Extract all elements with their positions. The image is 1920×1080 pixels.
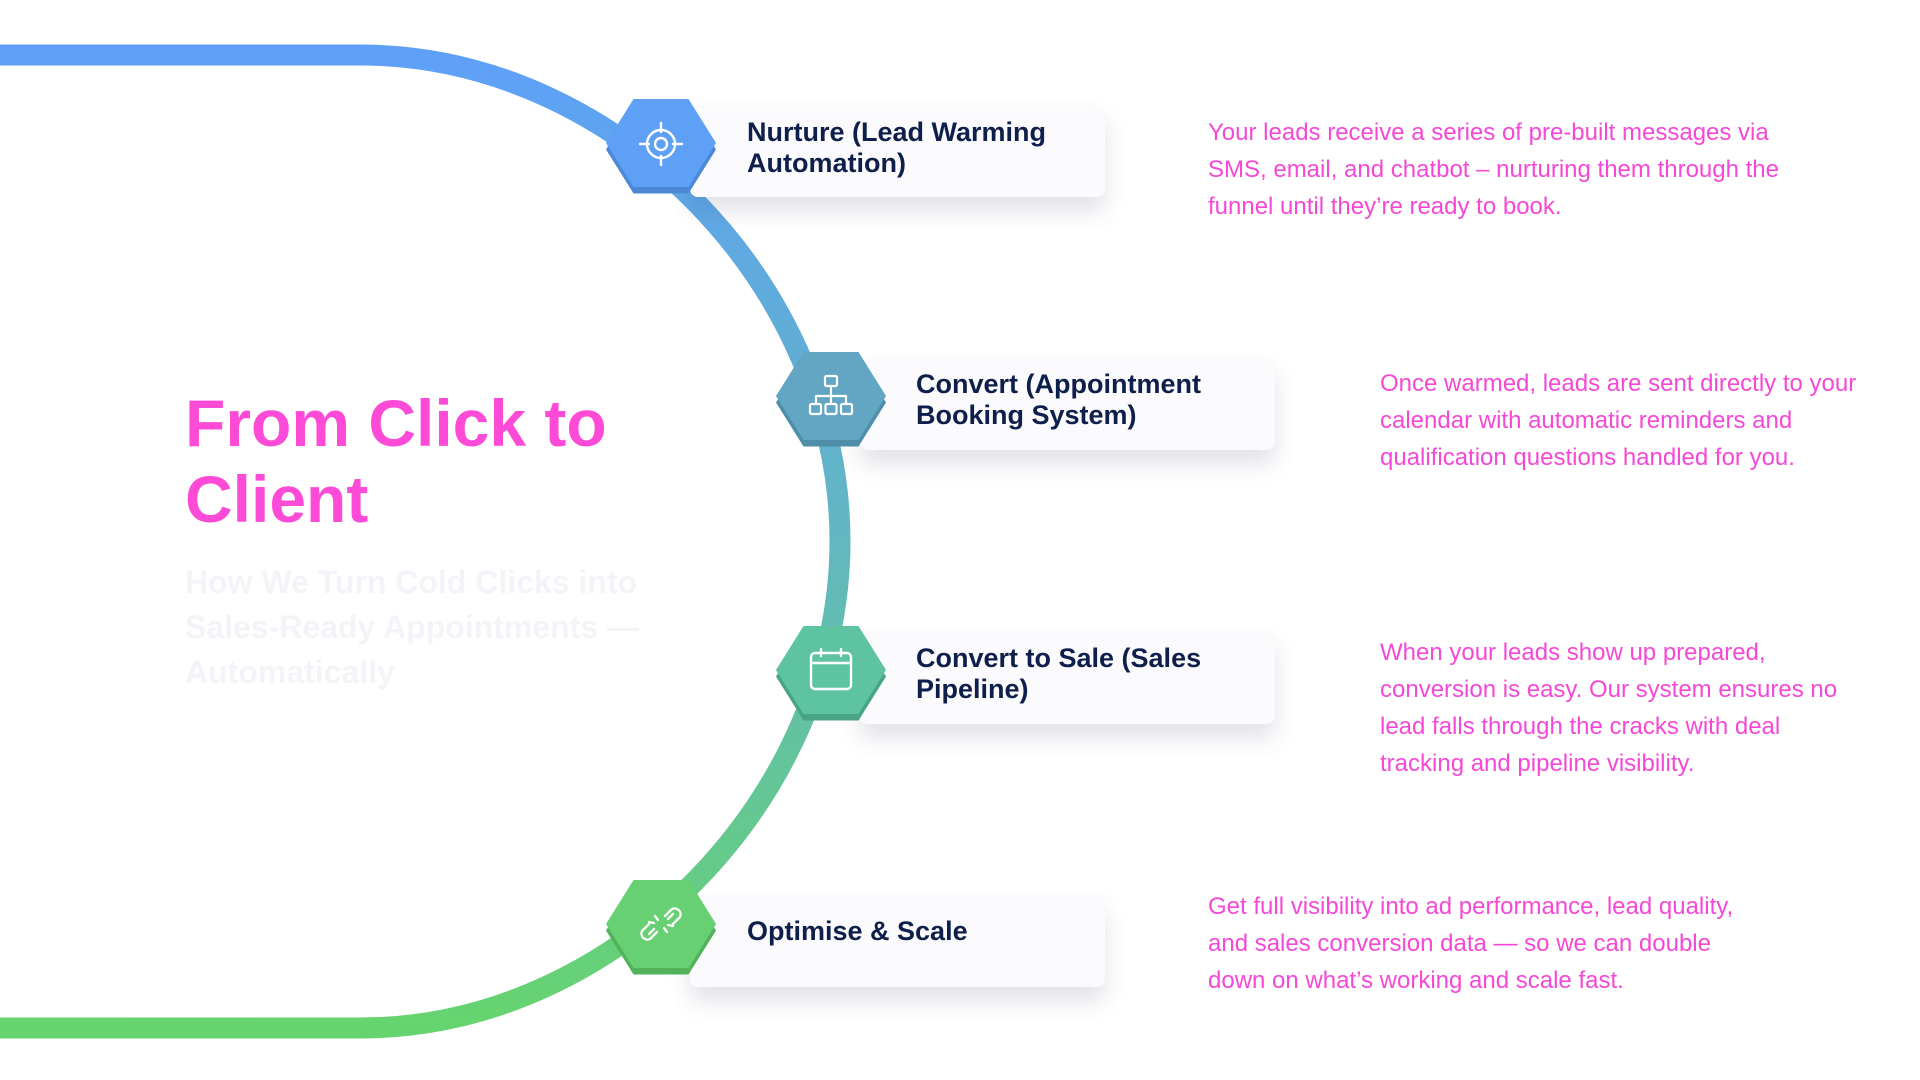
step-card-booking xyxy=(860,358,1275,450)
step-label-optimise: Optimise & Scale xyxy=(747,916,968,946)
step-label-pipeline: Convert to Sale (Sales Pipeline) xyxy=(916,643,1202,704)
step-description-nurture: Your leads receive a series of pre-built… xyxy=(1208,119,1779,220)
broken-link-icon xyxy=(640,907,682,941)
step-node-booking xyxy=(776,352,886,453)
step-card-optimise xyxy=(690,895,1105,987)
page-subtitle: How We Turn Cold Clicks into Sales-Ready… xyxy=(185,564,640,690)
step-label-booking: Convert (Appointment Booking System) xyxy=(916,369,1201,430)
step-label-nurture: Nurture (Lead Warming Automation) xyxy=(747,117,1047,178)
step-node-pipeline xyxy=(776,626,886,727)
org-chart-icon xyxy=(808,374,854,416)
step-card-nurture xyxy=(690,105,1105,197)
step-description-booking: Once warmed, leads are sent directly to … xyxy=(1380,370,1857,471)
calendar-icon xyxy=(809,647,853,691)
step-node-optimise xyxy=(606,880,716,981)
step-description-optimise: Get full visibility into ad performance,… xyxy=(1208,893,1734,994)
step-card-pipeline xyxy=(860,632,1275,724)
crosshair-target-icon xyxy=(638,121,684,167)
step-description-pipeline: When your leads show up prepared, conver… xyxy=(1380,639,1838,777)
step-node-nurture xyxy=(606,99,716,200)
page-title: From Click to Client xyxy=(185,386,607,536)
